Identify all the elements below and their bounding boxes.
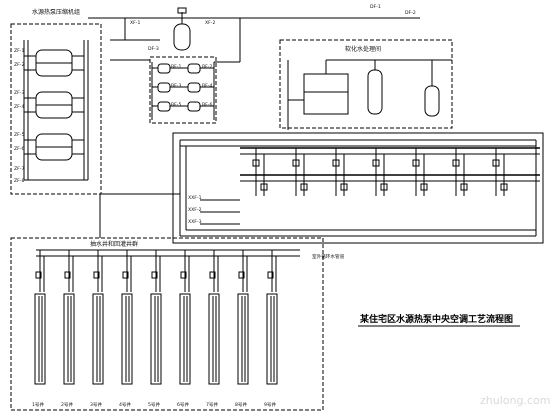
- pump-valve-label: BF-6: [202, 102, 212, 108]
- well-label: 2号井: [61, 401, 74, 408]
- well-valve: [180, 271, 187, 279]
- pump-valve-label: BF-3: [171, 83, 181, 89]
- top-valve-label: DF-1: [370, 4, 381, 10]
- compressor-valve-label: ZF-2: [14, 62, 24, 68]
- top-valve-label: DF-2: [405, 10, 416, 16]
- well-label: 1号井: [32, 401, 45, 408]
- compressor-unit-frame: [10, 23, 102, 195]
- well: [179, 250, 191, 385]
- unit-valve: [420, 183, 428, 191]
- unit-valve: [340, 183, 348, 191]
- top-valve-label: DF-3: [148, 46, 159, 52]
- well-valve: [238, 271, 245, 279]
- well-casing: [208, 293, 220, 385]
- well: [150, 250, 162, 385]
- well-casing: [266, 293, 278, 385]
- compressor-valve-label: ZF-8: [14, 178, 24, 184]
- well: [208, 250, 220, 385]
- well-valve: [93, 271, 100, 279]
- well: [34, 250, 46, 385]
- well: [63, 250, 75, 385]
- outlet-valve-label: XXF-1: [188, 195, 202, 201]
- well-casing: [150, 293, 162, 385]
- heading-outdoor-pipe: 室外循环水管道: [312, 253, 345, 260]
- well-label: 9号井: [264, 401, 277, 408]
- heading-compressor-unit: 水源热泵压缩机组: [32, 8, 80, 16]
- outlet-valve-label: XXF-3: [188, 219, 202, 225]
- expansion-tank: [173, 7, 191, 51]
- well: [92, 250, 104, 385]
- well: [237, 250, 249, 385]
- unit-valve: [300, 183, 308, 191]
- well-valve: [64, 271, 71, 279]
- pump-valve-label: BF-2: [202, 64, 212, 70]
- heading-well-field: 抽水井和回灌井群: [90, 240, 138, 248]
- well-casing: [92, 293, 104, 385]
- well: [266, 250, 278, 385]
- well-label: 5号井: [148, 401, 161, 408]
- unit-valve: [460, 183, 468, 191]
- well-valve: [151, 271, 158, 279]
- unit-valve: [380, 183, 388, 191]
- well-valve: [122, 271, 129, 279]
- top-valve-label: XF-1: [130, 20, 140, 26]
- well-label: 4号井: [119, 401, 132, 408]
- well-label: 6号井: [177, 401, 190, 408]
- well-label: 3号井: [90, 401, 103, 408]
- well-field-frame: [10, 237, 324, 411]
- compressor-2: [35, 91, 73, 119]
- resin-column-2: [424, 85, 440, 117]
- well: [121, 250, 133, 385]
- outlet-valve-label: XXF-2: [188, 207, 202, 213]
- water-treatment-frame: [279, 39, 453, 129]
- well-casing: [63, 293, 75, 385]
- compressor-valve-label: ZF-3: [14, 90, 24, 96]
- manifold-frame: [172, 132, 544, 244]
- well-label: 8号井: [235, 401, 248, 408]
- well-casing: [179, 293, 191, 385]
- pump-valve-label: BF-5: [171, 102, 181, 108]
- unit-valve: [292, 159, 300, 167]
- resin-column-1: [367, 69, 383, 115]
- unit-valve: [252, 159, 260, 167]
- watermark: zhulong.com: [480, 394, 550, 407]
- compressor-1: [35, 49, 73, 77]
- softener-tank: [303, 73, 349, 115]
- unit-valve: [260, 183, 268, 191]
- diagram-title: 某住宅区水源热泵中央空调工艺流程图: [360, 313, 513, 325]
- unit-valve: [332, 159, 340, 167]
- pump-valve-label: BF-4: [202, 83, 212, 89]
- well-casing: [237, 293, 249, 385]
- well-label: 7号井: [206, 401, 219, 408]
- compressor-valve-label: ZF-1: [14, 48, 24, 54]
- well-casing: [34, 293, 46, 385]
- compressor-3: [35, 133, 73, 161]
- unit-valve: [500, 183, 508, 191]
- pump-cluster-frame: [149, 56, 217, 124]
- well-valve: [35, 271, 42, 279]
- unit-valve: [452, 159, 460, 167]
- pump-valve-label: BF-1: [171, 64, 181, 70]
- well-casing: [121, 293, 133, 385]
- unit-valve: [412, 159, 420, 167]
- compressor-valve-label: ZF-7: [14, 166, 24, 172]
- heading-water-treatment: 软化水处理间: [345, 45, 381, 53]
- well-valve: [267, 271, 274, 279]
- unit-valve: [372, 159, 380, 167]
- compressor-valve-label: ZF-4: [14, 104, 24, 110]
- unit-valve: [492, 159, 500, 167]
- well-valve: [209, 271, 216, 279]
- top-valve-label: XF-2: [205, 20, 215, 26]
- compressor-valve-label: ZF-6: [14, 146, 24, 152]
- compressor-valve-label: ZF-5: [14, 132, 24, 138]
